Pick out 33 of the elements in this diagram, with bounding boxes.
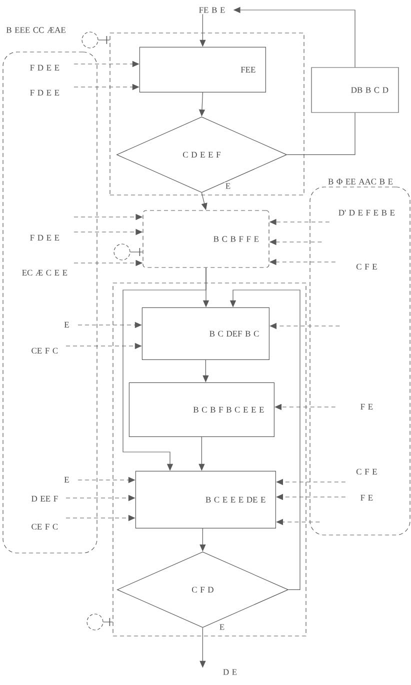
text-label: EC Æ C E E (22, 270, 68, 276)
text-label: CE F C (32, 524, 58, 530)
dashed-region (2, 52, 98, 554)
dashed-circle (86, 614, 104, 630)
dashed-frame (110, 32, 304, 196)
text-label: F E (360, 404, 373, 410)
connector-line (286, 112, 356, 155)
text-label: F E (360, 494, 373, 500)
process-box: DB B C D (311, 67, 399, 113)
text-label: CE F C (32, 348, 58, 354)
text-label: FE B E (199, 7, 225, 13)
text-label: F D E E (30, 90, 60, 96)
dashed-frame (112, 282, 306, 636)
side-label: B EEE CC ÆAE (6, 27, 66, 33)
node-label: B Φ EE AAC B E (328, 178, 393, 184)
dashed-box: B C B F F E (142, 210, 270, 268)
text-label: F D E E (30, 64, 60, 70)
text-label: E (64, 322, 69, 328)
process-box: B C E E E DE E (135, 470, 276, 528)
text-label: F D E E (30, 234, 60, 240)
text-label: D E (223, 669, 237, 675)
edge-label: E (224, 182, 232, 190)
process-box: B C DEF B C (142, 307, 270, 360)
process-box: B C B F B C E E E (128, 382, 274, 437)
dashed-circle (82, 32, 98, 48)
text-label: E (64, 476, 69, 482)
text-label: D EE F (32, 496, 58, 502)
text-label: C F E (356, 468, 377, 475)
dashed-circle (114, 244, 130, 260)
text-label: C F E (356, 264, 377, 270)
edge-label: E (218, 623, 226, 631)
process-box: FEE (139, 46, 266, 92)
text-label: D' D E F E B E (338, 210, 395, 216)
